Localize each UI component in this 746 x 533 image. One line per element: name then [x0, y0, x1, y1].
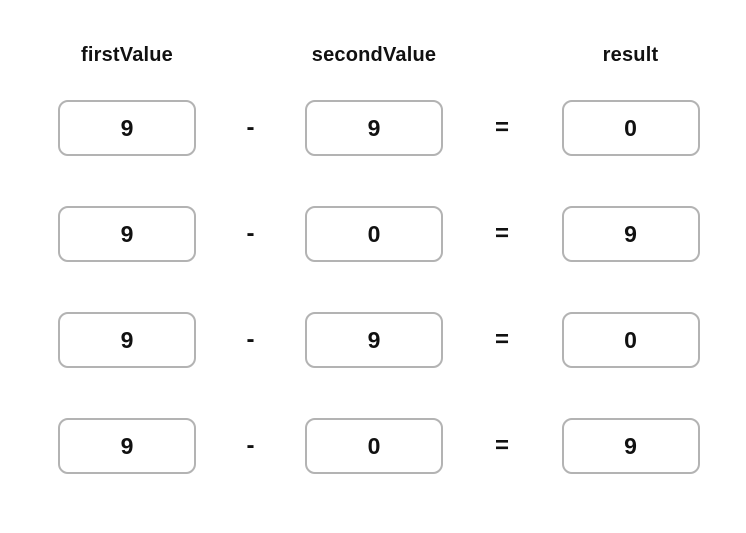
equals-operator: = [494, 220, 509, 247]
equals-operator: = [494, 326, 509, 353]
result-value-input[interactable]: 9 [561, 418, 700, 474]
second-value-input[interactable]: 0 [305, 418, 443, 474]
second-value-input[interactable]: 9 [305, 312, 443, 368]
equals-operator: = [494, 114, 509, 141]
minus-operator: - [246, 326, 255, 353]
minus-operator: - [246, 432, 255, 459]
second-value-input[interactable]: 9 [305, 100, 443, 156]
column-header-secondvalue: secondValue [311, 44, 437, 66]
column-header-firstvalue: firstValue [80, 44, 174, 66]
result-value-input[interactable]: 0 [561, 100, 700, 156]
equation-row: 9 - 0 = 9 [58, 206, 746, 262]
minus-operator: - [246, 220, 255, 247]
header-row: firstValue secondValue result [58, 42, 746, 68]
result-value-input[interactable]: 0 [561, 312, 700, 368]
first-value-input[interactable]: 9 [58, 100, 196, 156]
equation-row: 9 - 9 = 0 [58, 100, 746, 156]
result-value-input[interactable]: 9 [561, 206, 700, 262]
subtraction-worksheet: firstValue secondValue result 9 - 9 = 0 … [58, 42, 746, 474]
second-value-input[interactable]: 0 [305, 206, 443, 262]
minus-operator: - [246, 114, 255, 141]
first-value-input[interactable]: 9 [58, 418, 196, 474]
equation-row: 9 - 0 = 9 [58, 418, 746, 474]
equation-row: 9 - 9 = 0 [58, 312, 746, 368]
equals-operator: = [494, 432, 509, 459]
column-header-result: result [602, 44, 659, 66]
first-value-input[interactable]: 9 [58, 206, 196, 262]
first-value-input[interactable]: 9 [58, 312, 196, 368]
